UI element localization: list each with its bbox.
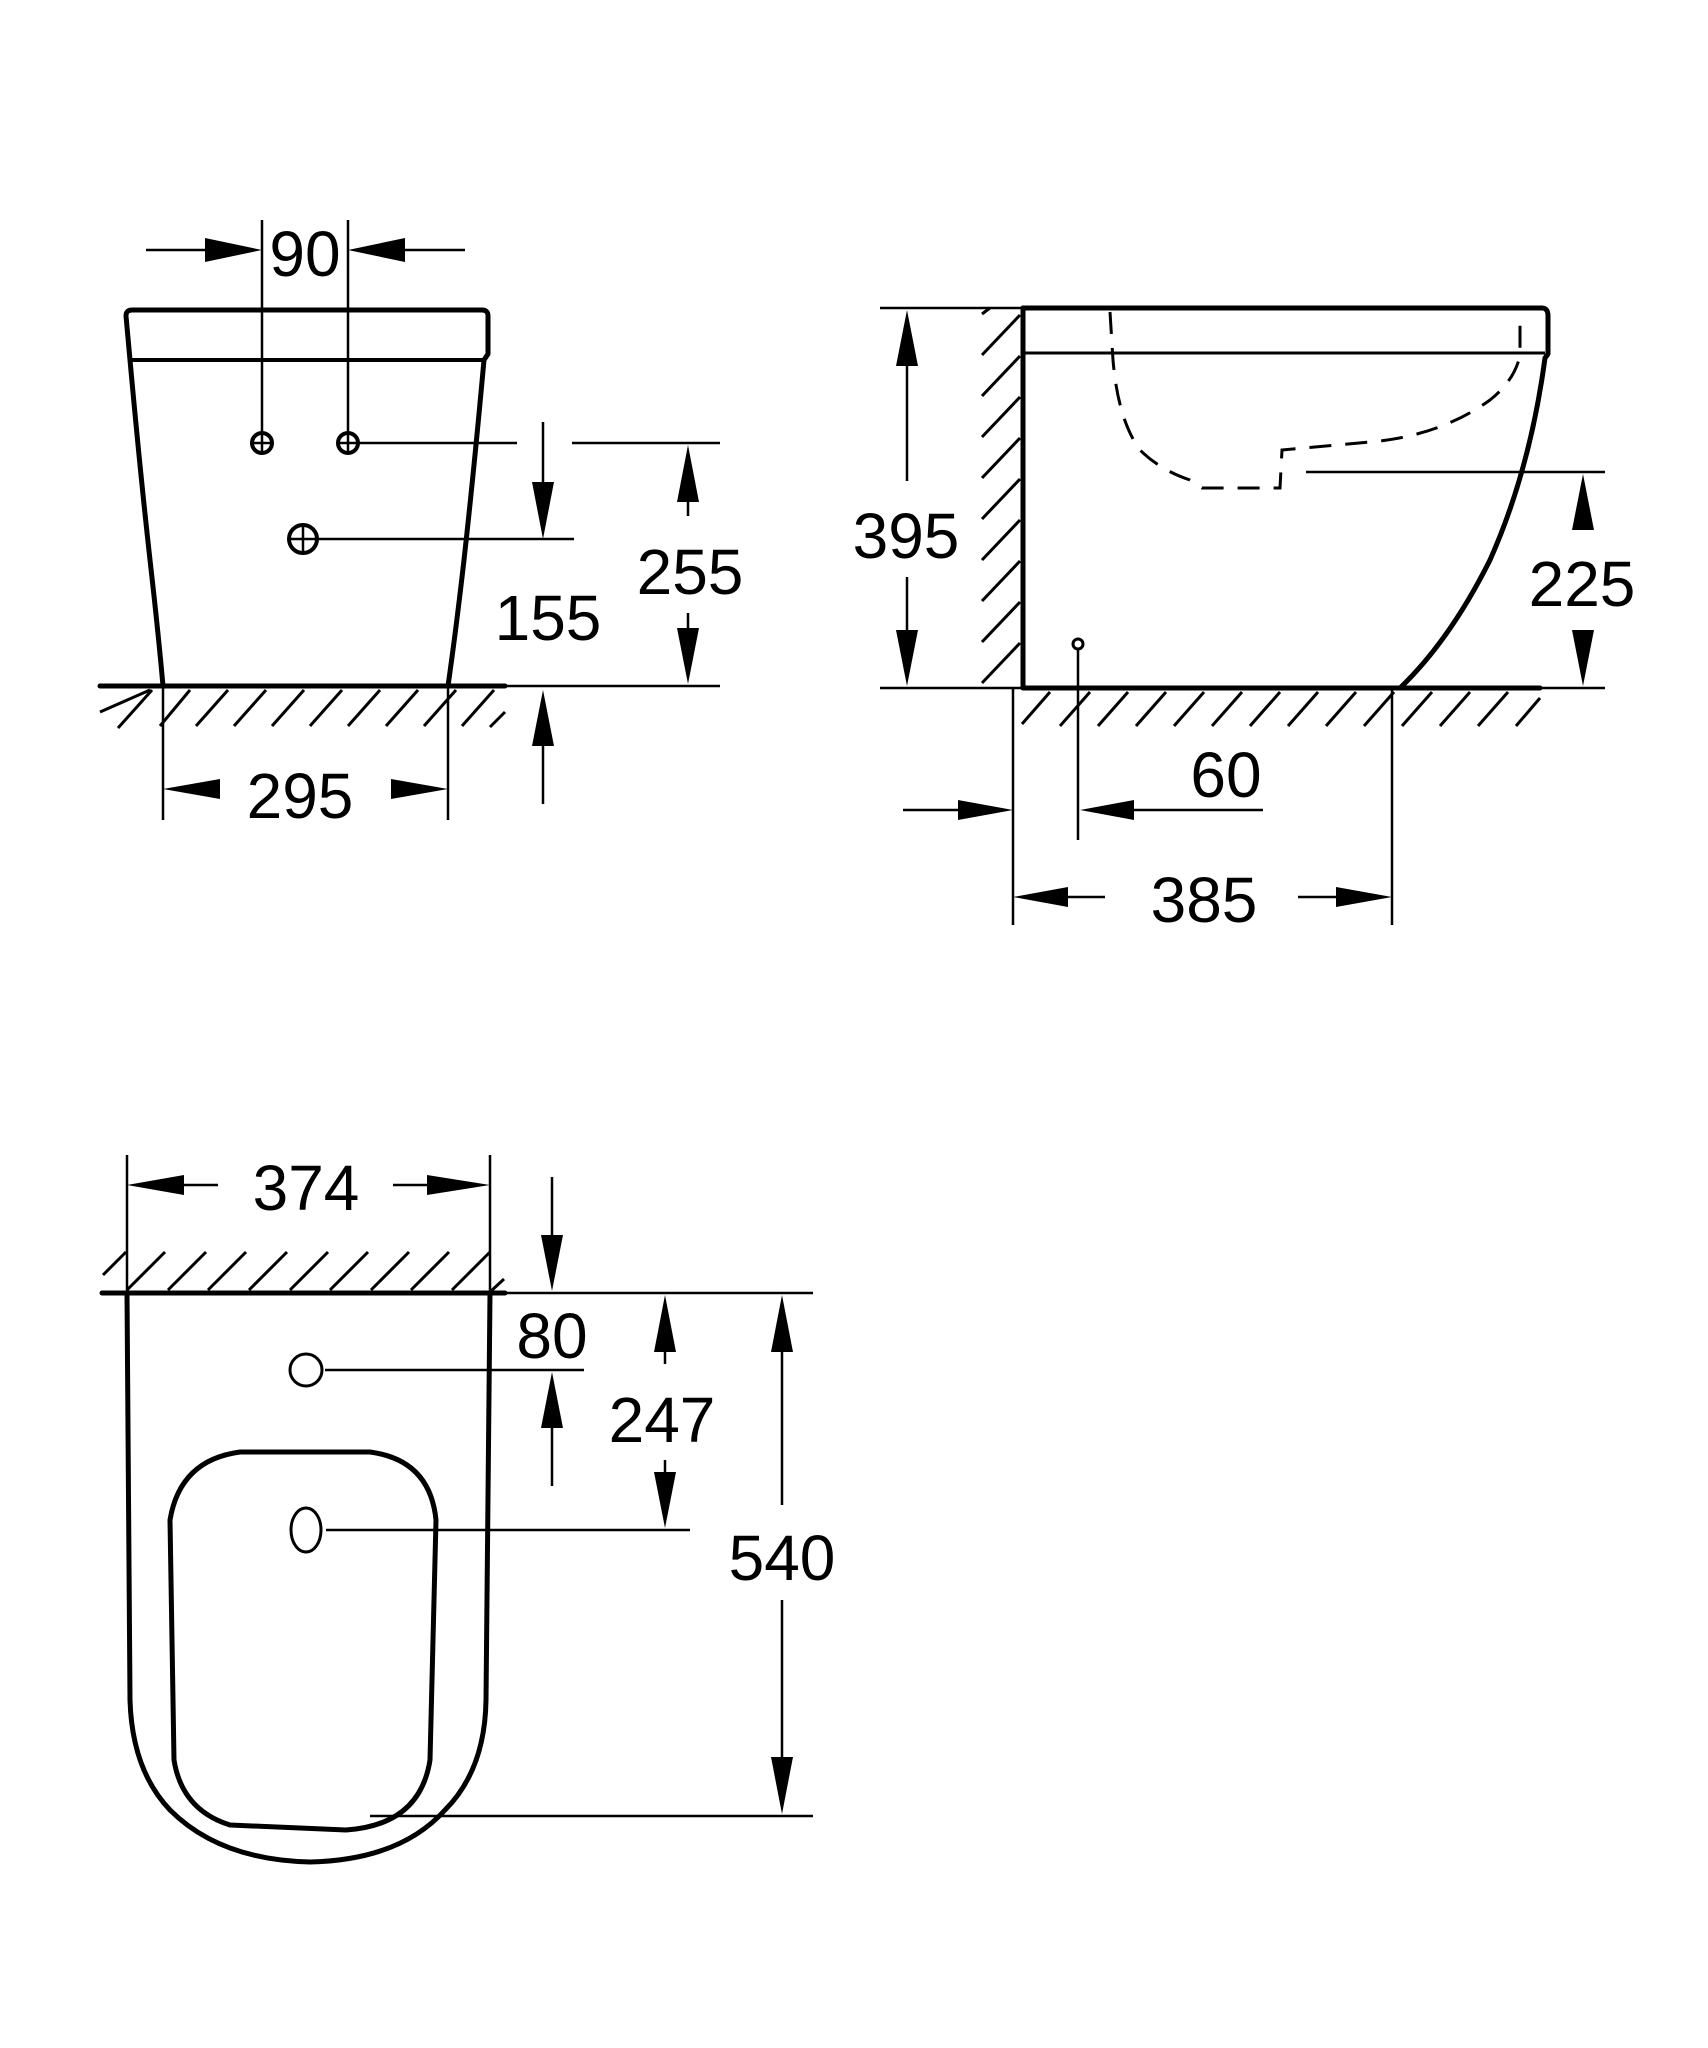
side-wall-hatch <box>980 306 1022 685</box>
front-bidet-right-side <box>445 357 487 689</box>
top-bidet-outer-outline <box>124 1290 493 1865</box>
dim-60-label: 60 <box>1190 739 1261 811</box>
side-bidet-top <box>1020 305 1551 361</box>
dim-90-label: 90 <box>269 218 340 290</box>
dim-80-label: 80 <box>516 1300 587 1372</box>
dim-540-label: 540 <box>729 1522 836 1594</box>
dim-225-label: 225 <box>1529 548 1636 620</box>
front-floor-hatch <box>99 688 507 730</box>
front-supply-connection-right <box>336 431 360 455</box>
front-bidet-top-rim <box>123 307 491 363</box>
side-view: 395 225 60 385 <box>853 305 1636 936</box>
top-tap-hole <box>288 1352 324 1388</box>
front-supply-connection-left <box>250 431 274 455</box>
dim-247-label: 247 <box>609 1384 716 1456</box>
dim-374-label: 374 <box>253 1152 360 1224</box>
dim-395-label: 395 <box>853 500 960 572</box>
front-bidet-left-side <box>127 357 166 689</box>
side-connection-point <box>1071 637 1085 651</box>
top-wall-hatch <box>101 1250 506 1294</box>
top-waste-outlet <box>289 1506 323 1554</box>
front-waste-connection <box>287 523 319 555</box>
dim-385-label: 385 <box>1151 864 1258 936</box>
front-view: 90 155 255 295 <box>97 218 744 832</box>
side-bidet-front-curve <box>1397 355 1548 691</box>
dim-155-label: 155 <box>495 582 602 654</box>
dim-295-label: 295 <box>247 760 354 832</box>
top-bidet-bowl-outline <box>167 1449 439 1833</box>
side-hidden-bowl <box>1108 311 1522 490</box>
side-floor-hatch <box>1020 691 1542 727</box>
dim-255-label: 255 <box>637 536 744 608</box>
top-view: 374 80 247 540 <box>99 1152 836 1865</box>
